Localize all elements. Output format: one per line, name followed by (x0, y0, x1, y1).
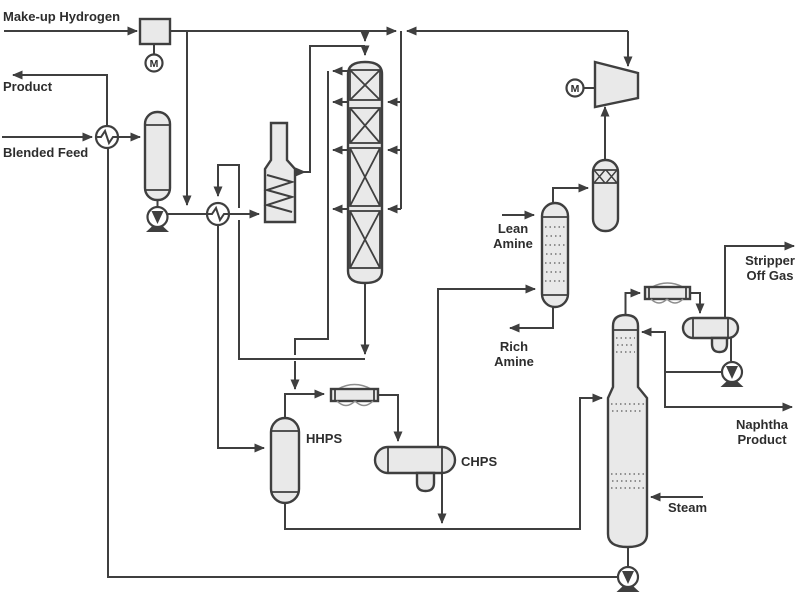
makeup-compressor: M (138, 17, 172, 73)
chps-label: CHPS (461, 454, 497, 469)
product-stripper (606, 313, 649, 549)
bottoms-pump (616, 565, 640, 592)
motor-circle-icon (565, 78, 585, 98)
feed-surge-drum (143, 110, 172, 202)
process-lines (2, 26, 795, 578)
amine-absorber (540, 201, 570, 309)
absorber-trays (545, 226, 565, 282)
motor-circle-icon (144, 53, 164, 73)
recycle-compressor: M (565, 60, 640, 109)
reflux-drum-boot (710, 336, 729, 354)
product-label: Product (3, 79, 53, 94)
lean-amine-label-1: Lean (498, 221, 528, 236)
heater-coil-icon (263, 174, 296, 213)
feed-product-exchanger (94, 124, 120, 150)
motor-label: M (150, 58, 159, 70)
stripper-trays (611, 337, 644, 489)
hhps-label: HHPS (306, 431, 342, 446)
hhps-separator (269, 416, 301, 505)
blended-feed-label: Blended Feed (3, 145, 88, 160)
feed-effluent-exchanger (205, 201, 231, 227)
chps-separator (373, 445, 457, 493)
chps-boot (415, 471, 436, 493)
stream-labels: Make-up Hydrogen Product Blended Feed Le… (3, 9, 795, 515)
naphtha-product-label-1: Naphtha (736, 417, 789, 432)
motor-label: M (571, 83, 580, 95)
reflux-drum (681, 316, 740, 354)
rich-amine-label-2: Amine (494, 354, 534, 369)
feed-pump (146, 205, 169, 232)
fired-heater (263, 121, 297, 224)
stripper-off-gas-label-1: Stripper (745, 253, 795, 268)
compressor-icon (593, 60, 640, 109)
makeup-hydrogen-label: Make-up Hydrogen (3, 9, 120, 24)
compressor-ko-drum (591, 158, 620, 233)
hydrotreating-reactor (346, 60, 384, 285)
overhead-condenser (643, 282, 692, 304)
reflux-pump (720, 360, 744, 387)
catalyst-beds (349, 69, 381, 269)
fin-fan-cooler-icon (337, 383, 372, 390)
demister-mesh-icon (593, 169, 618, 184)
steam-label: Steam (668, 500, 707, 515)
naphtha-product-label-2: Product (737, 432, 787, 447)
effluent-air-cooler (329, 383, 380, 407)
rich-amine-label-1: Rich (500, 339, 528, 354)
stripper-off-gas-label-2: Off Gas (747, 268, 794, 283)
lean-amine-label-2: Amine (493, 236, 533, 251)
